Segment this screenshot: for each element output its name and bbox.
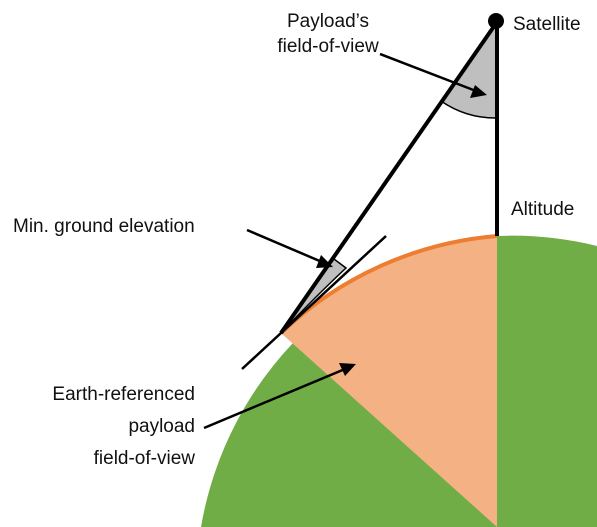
earth-fov-label-line3: field-of-view bbox=[94, 448, 196, 469]
altitude-label: Altitude bbox=[511, 199, 574, 220]
min-elevation-arrowhead bbox=[316, 255, 333, 268]
earth-fov-label-line1: Earth-referenced bbox=[52, 384, 195, 405]
satellite-label: Satellite bbox=[513, 14, 581, 35]
min-elevation-arrow bbox=[246, 228, 323, 264]
payload-fov-label-line1: Payload’s bbox=[287, 11, 369, 32]
min-elevation-label: Min. ground elevation bbox=[13, 216, 195, 237]
satellite-dot bbox=[488, 13, 504, 29]
payload-fov-label-line2: field-of-view bbox=[277, 36, 379, 57]
earth-fov-arrow bbox=[203, 367, 346, 430]
line-of-sight bbox=[279, 20, 499, 335]
earth-fov-sector bbox=[281, 236, 497, 527]
payload-fov-arrowhead bbox=[470, 85, 487, 98]
earth-fov-label-line2: payload bbox=[128, 416, 195, 437]
horizon-tangent-line bbox=[241, 235, 387, 370]
earth-fov-arrowhead bbox=[339, 363, 356, 376]
payload-fov-arrow bbox=[379, 52, 477, 93]
